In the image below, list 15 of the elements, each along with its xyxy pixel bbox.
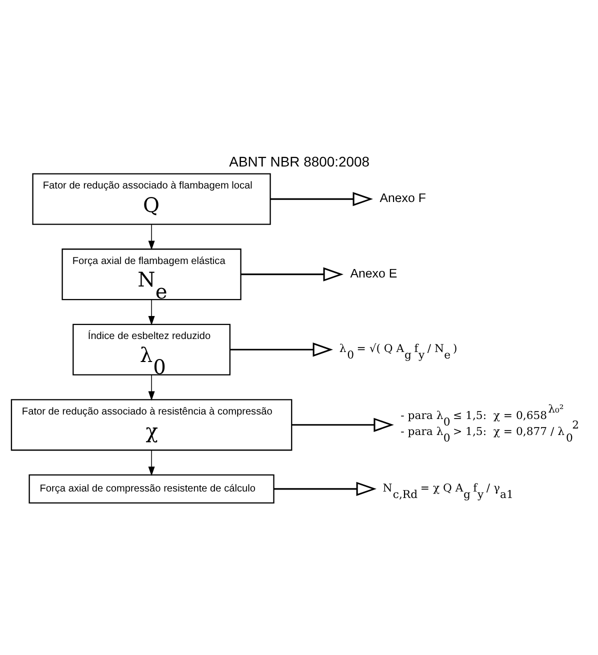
node-text: Anexo F xyxy=(380,191,426,206)
diagram-title: ABNT NBR 8800:2008 xyxy=(229,153,370,170)
arrow xyxy=(148,450,155,476)
arrow xyxy=(270,192,373,206)
node-text: Anexo E xyxy=(350,266,398,280)
arrow xyxy=(230,342,333,357)
arrow xyxy=(148,224,155,250)
arrow xyxy=(148,374,155,401)
node-box: Força axial de compressão resistente de cálculo xyxy=(28,474,274,504)
node-box: Fator de redução associado à resistência à compressão χ xyxy=(10,399,292,451)
arrow xyxy=(148,299,155,326)
node-box: Fator de redução associado à flambagem local Q xyxy=(32,173,271,225)
arrow xyxy=(240,267,344,282)
arrow xyxy=(274,482,376,496)
arrow xyxy=(292,418,394,432)
